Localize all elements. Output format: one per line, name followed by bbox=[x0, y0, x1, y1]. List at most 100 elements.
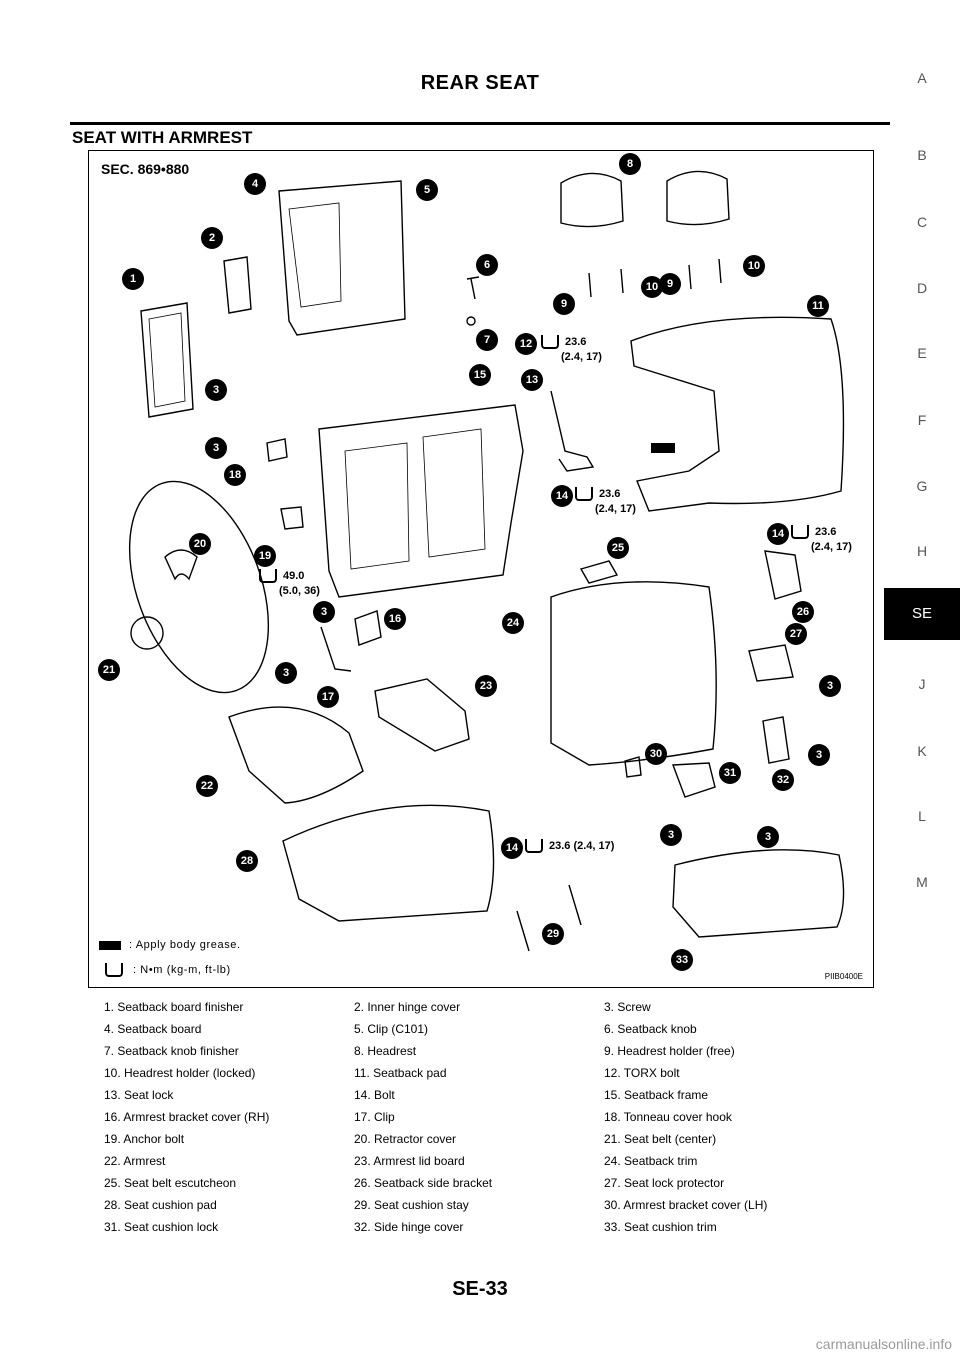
part-seat-cushion-pad bbox=[282, 804, 495, 922]
torque-icon bbox=[541, 335, 559, 350]
parts-row: 28. Seat cushion pad 29. Seat cushion st… bbox=[104, 1198, 768, 1212]
torque-icon bbox=[791, 525, 809, 540]
callout-7: 7 bbox=[476, 329, 498, 351]
callout-11: 11 bbox=[807, 295, 829, 317]
callout-15: 15 bbox=[469, 364, 491, 386]
part-armrest-bracket-cover-rh bbox=[354, 610, 382, 646]
part-inner-hinge-cover bbox=[223, 256, 252, 314]
callout-10-a: 10 bbox=[641, 276, 663, 298]
page-number: SE-33 bbox=[452, 1278, 508, 1300]
callout-14-a: 14 bbox=[551, 485, 573, 507]
part-armrest-lid-board bbox=[374, 678, 470, 752]
part-clip bbox=[320, 626, 352, 672]
side-index-b[interactable]: B bbox=[917, 147, 927, 163]
callout-24: 24 bbox=[502, 612, 524, 634]
torque-spec-12: 23.6 (2.4, 17) bbox=[541, 335, 602, 365]
callout-3-b: 3 bbox=[205, 437, 227, 459]
parts-row: 19. Anchor bolt 20. Retractor cover 21. … bbox=[104, 1132, 717, 1146]
part-armrest bbox=[228, 706, 364, 804]
parts-row: 25. Seat belt escutcheon 26. Seatback si… bbox=[104, 1176, 725, 1190]
side-index-se[interactable]: SE bbox=[884, 588, 960, 640]
callout-9-b: 9 bbox=[659, 273, 681, 295]
callout-26: 26 bbox=[792, 601, 814, 623]
legend-grease: : Apply body grease. bbox=[99, 939, 241, 951]
callout-9-a: 9 bbox=[553, 293, 575, 315]
callout-22: 22 bbox=[196, 775, 218, 797]
callout-3-d: 3 bbox=[275, 662, 297, 684]
section-title: SEAT WITH ARMREST bbox=[72, 128, 253, 147]
callout-3-f: 3 bbox=[808, 744, 830, 766]
callout-25: 25 bbox=[607, 537, 629, 559]
parts-list: 1. Seatback board finisher 2. Inner hing… bbox=[104, 1000, 864, 1242]
torque-icon bbox=[259, 569, 277, 584]
torque-spec-14-a: 23.6 (2.4, 17) bbox=[575, 487, 636, 517]
callout-10-b: 10 bbox=[743, 255, 765, 277]
callout-27: 27 bbox=[785, 623, 807, 645]
part-seatback-knob bbox=[466, 276, 480, 300]
callout-6: 6 bbox=[476, 254, 498, 276]
part-side-hinge-cover bbox=[762, 716, 790, 764]
callout-3-g: 3 bbox=[660, 824, 682, 846]
callout-29: 29 bbox=[542, 923, 564, 945]
torque-spec-19: 49.0 (5.0, 36) bbox=[259, 569, 320, 599]
parts-row: 7. Seatback knob finisher 8. Headrest 9.… bbox=[104, 1044, 735, 1058]
part-armrest-bracket-cover-lh bbox=[624, 756, 642, 778]
sec-label: SEC. 869•880 bbox=[101, 161, 190, 177]
callout-21: 21 bbox=[98, 659, 120, 681]
callout-31: 31 bbox=[719, 762, 741, 784]
callout-32: 32 bbox=[772, 769, 794, 791]
callout-28: 28 bbox=[236, 850, 258, 872]
side-index-k[interactable]: K bbox=[917, 743, 927, 759]
callout-12: 12 bbox=[515, 333, 537, 355]
callout-13: 13 bbox=[521, 369, 543, 391]
side-index-d[interactable]: D bbox=[916, 280, 928, 296]
part-seat-cushion-trim bbox=[672, 849, 845, 938]
part-seatback-board bbox=[278, 180, 406, 336]
torque-spec-14-b: 23.6 (2.4, 17) bbox=[791, 525, 852, 555]
callout-5: 5 bbox=[416, 179, 438, 201]
callout-20: 20 bbox=[189, 533, 211, 555]
parts-row: 10. Headrest holder (locked) 11. Seatbac… bbox=[104, 1066, 680, 1080]
side-index-e[interactable]: E bbox=[917, 345, 927, 361]
part-headrest-right bbox=[666, 170, 730, 226]
parts-row: 1. Seatback board finisher 2. Inner hing… bbox=[104, 1000, 651, 1014]
callout-14-b: 14 bbox=[767, 523, 789, 545]
grease-mark-seat-lock bbox=[651, 443, 675, 453]
legend-torque: : N•m (kg-m, ft-lb) bbox=[99, 963, 231, 977]
callout-18: 18 bbox=[224, 464, 246, 486]
parts-row: 4. Seatback board 5. Clip (C101) 6. Seat… bbox=[104, 1022, 697, 1036]
torque-icon bbox=[525, 839, 543, 854]
side-index-c[interactable]: C bbox=[916, 214, 928, 230]
callout-1: 1 bbox=[122, 268, 144, 290]
part-seatback-side-bracket bbox=[764, 550, 802, 600]
torque-icon bbox=[575, 487, 593, 502]
parts-row: 16. Armrest bracket cover (RH) 17. Clip … bbox=[104, 1110, 732, 1124]
part-seat-belt-escutcheon bbox=[579, 560, 619, 584]
part-knob-finisher bbox=[466, 316, 476, 326]
callout-23: 23 bbox=[475, 675, 497, 697]
side-index-m[interactable]: M bbox=[916, 874, 928, 890]
side-index-a[interactable]: A bbox=[917, 70, 927, 86]
part-seatback-trim bbox=[550, 581, 717, 766]
torque-wrench-icon bbox=[105, 963, 123, 977]
callout-30: 30 bbox=[645, 743, 667, 765]
part-headrest-holders bbox=[588, 258, 722, 298]
page-header: REAR SEAT bbox=[420, 72, 540, 94]
parts-row: 22. Armrest 23. Armrest lid board 24. Se… bbox=[104, 1154, 698, 1168]
side-index-h[interactable]: H bbox=[916, 543, 928, 559]
part-seat-cushion-stay bbox=[516, 884, 582, 952]
part-seatback-pad bbox=[630, 316, 845, 512]
grease-icon bbox=[99, 940, 121, 950]
parts-row: 31. Seat cushion lock 32. Side hinge cov… bbox=[104, 1220, 717, 1234]
side-index-g[interactable]: G bbox=[916, 478, 928, 494]
part-seatback-board-finisher bbox=[140, 302, 194, 418]
callout-3-a: 3 bbox=[205, 379, 227, 401]
exploded-diagram: SEC. 869•880 1 2 3 4 5 6 7 8 9 10 9 10 1… bbox=[88, 150, 874, 988]
side-index-l[interactable]: L bbox=[918, 808, 926, 824]
parts-row: 13. Seat lock 14. Bolt 15. Seatback fram… bbox=[104, 1088, 709, 1102]
part-headrest-left bbox=[560, 172, 624, 228]
callout-3-e: 3 bbox=[819, 675, 841, 697]
header-rule bbox=[70, 122, 890, 125]
side-index-f[interactable]: F bbox=[917, 412, 927, 428]
side-index-j[interactable]: J bbox=[918, 676, 926, 692]
